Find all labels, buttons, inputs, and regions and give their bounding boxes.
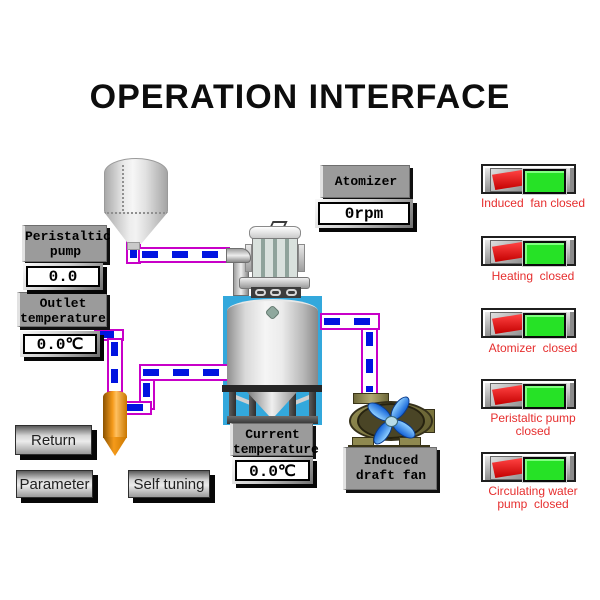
self-tuning-button[interactable]: Self tuning [128, 470, 210, 498]
peristaltic-pump-value: 0.0 [26, 266, 100, 287]
green-lamp-icon [523, 313, 566, 338]
indicator-heating-label: Heating closed [491, 269, 575, 283]
pipe-hopper-to-chamber [138, 247, 230, 263]
pipe-down-to-collector [107, 338, 123, 393]
feed-hopper-neck [127, 242, 140, 250]
collection-vessel-tip [103, 437, 127, 456]
red-switch-icon [490, 168, 527, 192]
feed-hopper-cone [104, 212, 168, 244]
red-switch-icon [490, 240, 527, 264]
chamber-leg [229, 392, 236, 417]
indicator-induced-fan-label: Induced fan closed [480, 196, 586, 210]
atomizer-value-box: 0rpm [315, 199, 413, 228]
fan-hub [385, 416, 398, 427]
outlet-temperature-value-box: 0.0℃ [20, 331, 100, 357]
indicator-peristaltic-pump[interactable] [481, 379, 576, 409]
page-title: OPERATION INTERFACE [89, 78, 511, 116]
chamber-support-top [222, 385, 322, 392]
fan-base-line [348, 445, 430, 447]
outlet-temperature-value: 0.0℃ [23, 334, 97, 354]
green-lamp-icon [523, 169, 566, 194]
atomizer-motor [252, 238, 298, 279]
atomizer-value: 0rpm [318, 202, 410, 225]
current-temperature-value: 0.0℃ [235, 460, 310, 481]
chamber-support-bottom [227, 416, 318, 424]
indicator-heating[interactable] [481, 236, 576, 266]
current-temperature-value-box: 0.0℃ [232, 457, 313, 484]
parameter-button[interactable]: Parameter [16, 470, 93, 498]
feed-hopper [104, 158, 168, 213]
indicator-circulating-water-pump[interactable] [481, 452, 576, 482]
induced-draft-fan-label: Induced draft fan [343, 447, 437, 490]
peristaltic-pump-value-box: 0.0 [23, 263, 103, 290]
motor-side-tab [298, 244, 305, 272]
pipe-to-fan [361, 328, 378, 396]
chamber-leg [289, 392, 296, 417]
green-lamp-icon [523, 384, 566, 409]
peristaltic-pump-label: Peristaltic pump [22, 225, 111, 262]
pipe-chamber-right [320, 313, 380, 330]
indicator-induced-fan[interactable] [481, 164, 576, 194]
red-switch-icon [490, 456, 527, 480]
outlet-temperature-label: Outlet temperature [17, 292, 107, 327]
return-button[interactable]: Return [15, 425, 92, 455]
green-lamp-icon [523, 457, 566, 482]
red-switch-icon [490, 383, 527, 407]
atomizer-label: Atomizer [320, 165, 410, 198]
chamber-leg [309, 392, 316, 417]
current-temperature-label: Current temperature [230, 423, 319, 457]
inlet-elbow [226, 248, 251, 263]
pipe-into-collector [123, 401, 152, 415]
chamber-bolt-strip [251, 287, 301, 298]
green-lamp-icon [523, 241, 566, 266]
red-switch-icon [490, 312, 527, 336]
indicator-atomizer-label: Atomizer closed [488, 341, 578, 355]
chamber-leg [249, 392, 256, 417]
collection-vessel [103, 391, 127, 438]
indicator-atomizer[interactable] [481, 308, 576, 338]
